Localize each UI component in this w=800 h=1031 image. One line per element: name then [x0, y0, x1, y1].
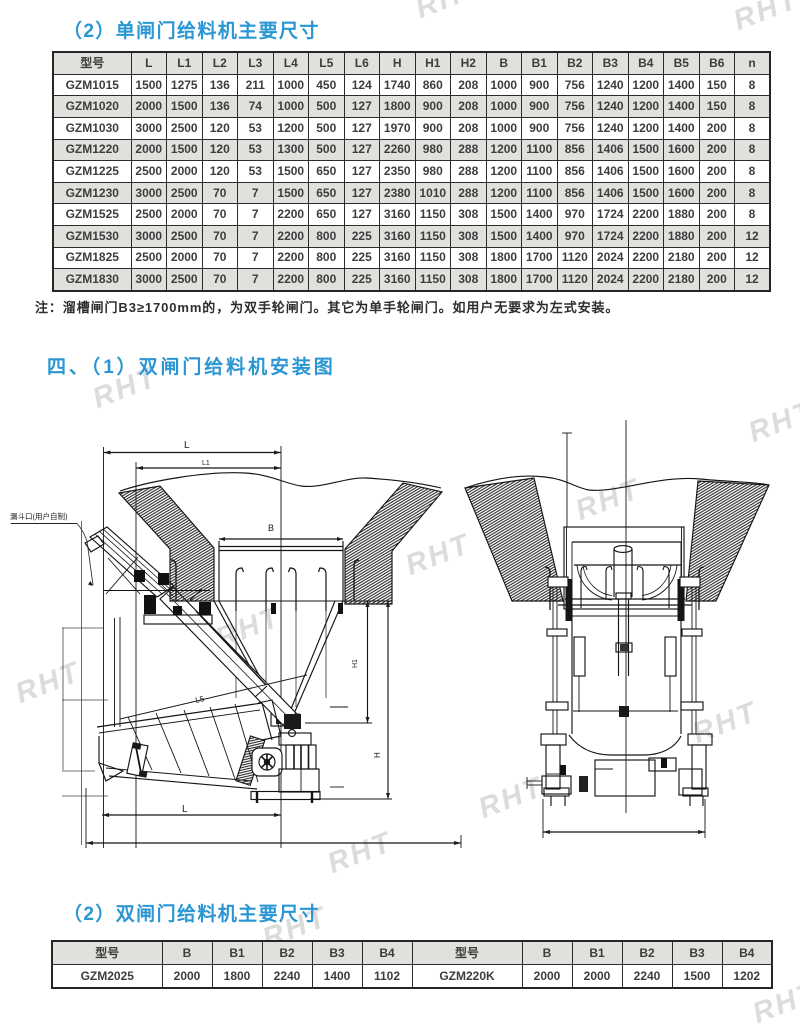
- svg-text:L5: L5: [194, 694, 205, 705]
- svg-text:L: L: [184, 440, 190, 451]
- svg-text:H: H: [373, 752, 382, 758]
- svg-text:B: B: [268, 523, 274, 533]
- svg-text:L1: L1: [202, 460, 210, 467]
- svg-text:H1: H1: [352, 659, 359, 668]
- svg-text:L: L: [182, 804, 188, 815]
- svg-text:漏斗口(用户自制): 漏斗口(用户自制): [10, 511, 68, 521]
